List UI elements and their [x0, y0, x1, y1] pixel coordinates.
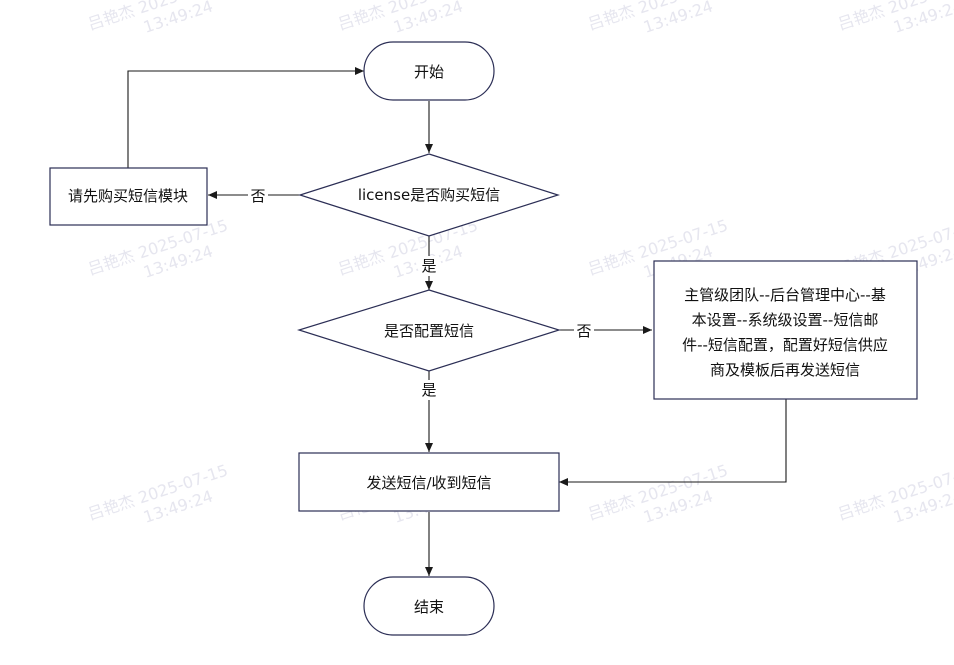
node-sms-config-check-label: 是否配置短信 [384, 322, 474, 340]
node-config-instructions-line-1: 主管级团队--后台管理中心--基 [684, 286, 886, 304]
node-end: 结束 [363, 576, 495, 636]
node-config-instructions-line-2: 本设置--系统级设置--短信邮 [692, 311, 879, 329]
nodes: 开始 license是否购买短信 请先购买短信模块 是否配置短信 主管级团队--… [49, 41, 918, 636]
node-license-check: license是否购买短信 [298, 153, 560, 237]
node-config-instructions-line-4: 商及模板后再发送短信 [710, 361, 860, 379]
node-buy-module: 请先购买短信模块 [49, 167, 208, 226]
edge-label-license-yes: 是 [421, 257, 436, 275]
node-send-receive: 发送短信/收到短信 [298, 452, 560, 512]
edges [127, 67, 787, 576]
node-start: 开始 [363, 41, 495, 101]
edge-label-config-yes: 是 [421, 381, 436, 399]
node-config-instructions-line-3: 件--短信配置，配置好短信供应 [682, 336, 888, 354]
node-start-label: 开始 [414, 63, 444, 81]
node-sms-config-check: 是否配置短信 [296, 289, 562, 372]
edge-labels: 否 是 否 是 [248, 186, 594, 400]
node-buy-module-label: 请先购买短信模块 [68, 187, 188, 205]
node-license-check-label: license是否购买短信 [358, 186, 500, 204]
edge-label-license-no: 否 [250, 187, 265, 205]
edge-buy-loop-to-start [127, 67, 364, 168]
edge-label-config-no: 否 [576, 322, 591, 340]
edge-instructions-to-send [559, 399, 787, 486]
node-config-instructions: 主管级团队--后台管理中心--基 本设置--系统级设置--短信邮 件--短信配置… [653, 260, 918, 400]
node-end-label: 结束 [414, 598, 444, 616]
node-send-receive-label: 发送短信/收到短信 [366, 474, 491, 492]
